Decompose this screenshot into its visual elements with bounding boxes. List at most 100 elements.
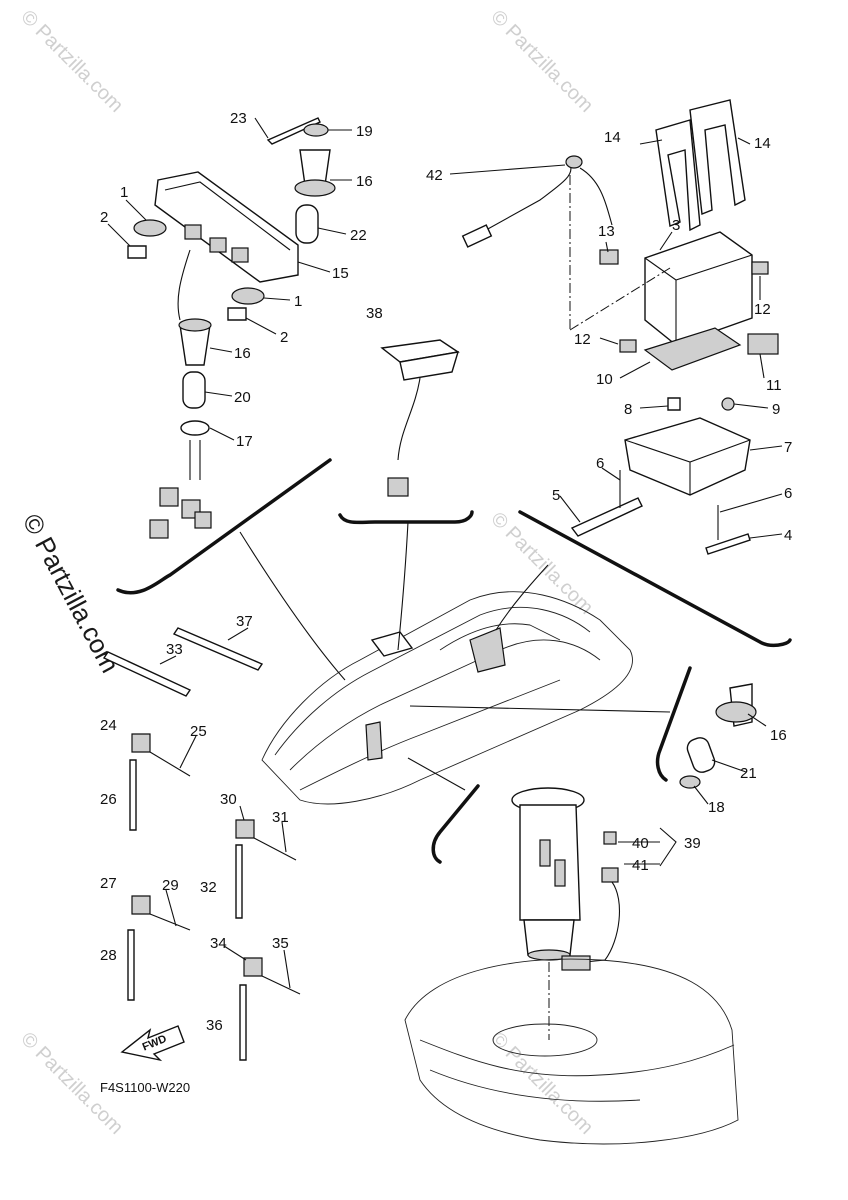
switch-38-body [399, 351, 459, 381]
holder-24 [131, 733, 151, 753]
pointer-switch [397, 521, 409, 651]
holder-34 [243, 957, 263, 977]
fwd-arrow-shape [120, 1025, 185, 1062]
battery-3 [644, 231, 753, 346]
callout-19: 19 [356, 123, 373, 140]
leader-18 [693, 785, 709, 805]
callout-34: 34 [210, 935, 227, 952]
holder-27 [131, 895, 151, 915]
section-brackets [116, 458, 792, 864]
harness-wires [189, 440, 201, 480]
leader-21 [711, 759, 747, 773]
callout-11: 11 [766, 377, 782, 394]
callout-12-right: 12 [754, 301, 771, 318]
handlebar [370, 631, 414, 657]
hull-line-c [299, 679, 561, 791]
grommet-group-right [679, 683, 757, 789]
watermark-top-left: © Partzilla.com [16, 6, 127, 117]
leader-37 [227, 627, 249, 641]
leader-14a [639, 139, 663, 145]
switch-38-wire [397, 377, 421, 461]
fuel-pump-part-a [539, 839, 551, 867]
tie-32 [235, 844, 243, 919]
bracket-grommet [655, 666, 692, 782]
callout-8: 8 [624, 401, 632, 418]
pad-12-left [619, 339, 637, 353]
callout-36: 36 [206, 1017, 223, 1034]
callout-10: 10 [596, 371, 613, 388]
bracket-fuel [431, 784, 480, 864]
leader-29 [165, 889, 177, 927]
callout-38: 38 [366, 305, 383, 322]
fuel-tank-opening [492, 1023, 598, 1057]
callout-5: 5 [552, 487, 560, 504]
callout-2-lower: 2 [280, 329, 288, 346]
meter-wire [177, 249, 191, 321]
callout-6-left: 6 [596, 455, 604, 472]
damper-1-upper [133, 219, 167, 237]
switch-assembly [380, 339, 460, 497]
cable-tie-37 [172, 627, 264, 671]
lead-42-plug [461, 224, 493, 248]
sleeve-22 [295, 204, 319, 244]
leader-1b [263, 297, 291, 301]
callout-41: 41 [632, 857, 649, 874]
watermark-top-right: © Partzilla.com [486, 6, 597, 117]
callout-24: 24 [100, 717, 117, 734]
nut-9 [721, 397, 735, 411]
leader-25 [179, 735, 197, 769]
pointer-fuel [407, 757, 466, 791]
diagram-code: F4S1100-W220 [100, 1080, 190, 1095]
leader-30 [239, 805, 245, 821]
callout-39: 39 [684, 835, 701, 852]
connector-41 [601, 867, 619, 883]
meter-connector-c [231, 247, 249, 263]
pin-35 [261, 975, 301, 995]
clamp-18 [679, 775, 701, 789]
callout-14-left: 14 [604, 129, 621, 146]
callout-20: 20 [234, 389, 251, 406]
meter-assembly [127, 117, 336, 539]
hull-fuel-location [365, 721, 383, 761]
harness-connector-d [194, 511, 212, 529]
callout-7: 7 [784, 439, 792, 456]
leader-16b [209, 347, 233, 353]
leader-3 [659, 231, 673, 251]
connector-40 [603, 831, 617, 845]
callout-37: 37 [236, 613, 253, 630]
mat-10 [643, 327, 742, 371]
callout-16-right: 16 [770, 727, 787, 744]
pointer-grommet [409, 705, 671, 713]
damper-1-lower [231, 287, 265, 305]
leader-34 [223, 945, 247, 961]
band-14-left [655, 119, 701, 232]
fuel-pump-assembly [404, 787, 739, 1145]
leader-8 [639, 405, 669, 409]
leader-4 [749, 533, 783, 539]
callout-26: 26 [100, 791, 117, 808]
tie-28 [127, 929, 135, 1001]
callout-14-right: 14 [754, 135, 771, 152]
fuel-tank-outline [404, 958, 739, 1145]
band-5 [570, 497, 643, 537]
harness-connector-a [159, 487, 179, 507]
callout-23: 23 [230, 110, 247, 127]
leader-6a [601, 467, 621, 481]
grommet-16-right-base [715, 701, 757, 723]
callout-40: 40 [632, 835, 649, 852]
callout-16-lower: 16 [234, 345, 251, 362]
callout-18: 18 [708, 799, 725, 816]
callout-35: 35 [272, 935, 289, 952]
leader-2b [245, 317, 277, 335]
callout-1-lower: 1 [294, 293, 302, 310]
hull-line-a [274, 606, 591, 756]
callout-6-right: 6 [784, 485, 792, 502]
meter-15 [154, 171, 299, 283]
fwd-arrow: FWD [120, 1025, 185, 1062]
leader-39-brace [659, 827, 677, 867]
callout-2-upper: 2 [100, 209, 108, 226]
callout-42: 42 [426, 167, 443, 184]
lead-dash-diagonal [569, 267, 671, 331]
leader-6b [719, 493, 783, 513]
